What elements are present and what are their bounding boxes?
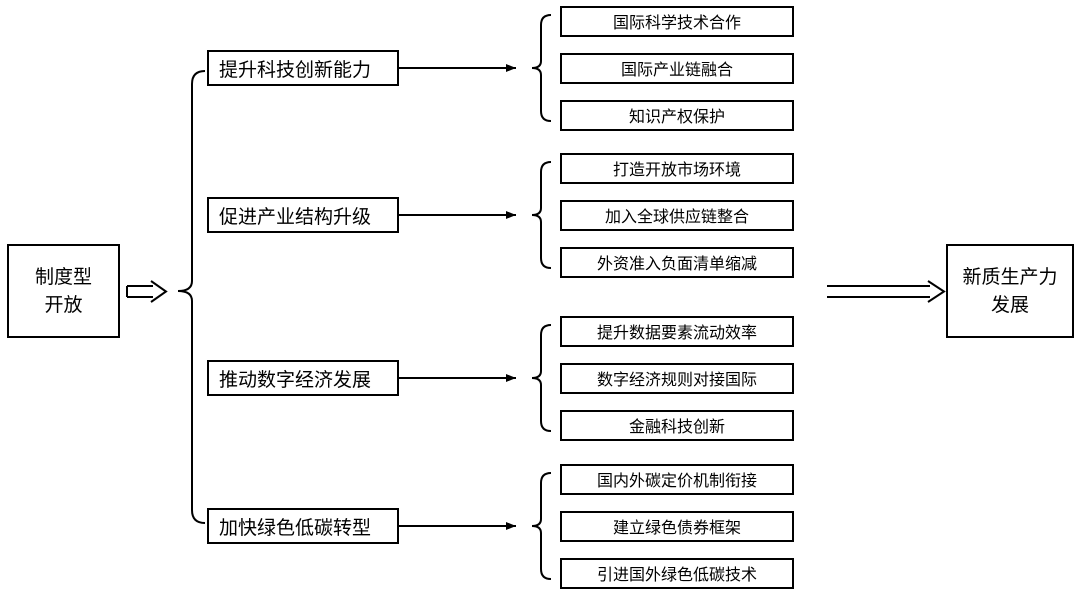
- source-label-line2: 开放: [44, 294, 83, 316]
- sub-item-box: 引进国外绿色低碳技术: [560, 557, 794, 589]
- branch-box: 促进产业结构升级: [207, 197, 399, 233]
- sub-item-box: 建立绿色债券框架: [560, 510, 794, 542]
- branch-box: 加快绿色低碳转型: [207, 508, 399, 544]
- branch-label: 加快绿色低碳转型: [219, 516, 372, 539]
- sub-item-label: 数字经济规则对接国际: [596, 370, 757, 389]
- target-label-line1: 新质生产力: [962, 266, 1058, 288]
- main-brace: [177, 70, 206, 524]
- sub-item-label: 国际科学技术合作: [612, 13, 741, 32]
- branch-label: 提升科技创新能力: [219, 58, 372, 81]
- sub-item-box: 数字经济规则对接国际: [560, 362, 794, 394]
- sub-brace: [531, 324, 552, 432]
- sub-item-label: 外资准入负面清单缩减: [596, 254, 757, 273]
- double-arrow-right: [827, 280, 946, 303]
- target-box: 新质生产力 发展: [946, 244, 1074, 338]
- branch-label: 推动数字经济发展: [219, 368, 372, 391]
- sub-item-label: 引进国外绿色低碳技术: [596, 565, 757, 584]
- sub-item-label: 国内外碳定价机制衔接: [596, 471, 757, 490]
- sub-item-label: 建立绿色债券框架: [612, 518, 741, 537]
- source-label-line1: 制度型: [34, 266, 92, 288]
- sub-item-box: 国际产业链融合: [560, 52, 794, 84]
- branch-box: 推动数字经济发展: [207, 360, 399, 396]
- sub-item-label: 打造开放市场环境: [612, 160, 741, 179]
- sub-item-box: 打造开放市场环境: [560, 152, 794, 184]
- sub-item-box: 国内外碳定价机制衔接: [560, 463, 794, 495]
- sub-item-label: 提升数据要素流动效率: [596, 323, 757, 342]
- sub-item-box: 提升数据要素流动效率: [560, 315, 794, 347]
- target-label-line2: 发展: [990, 294, 1029, 316]
- branch-label: 促进产业结构升级: [219, 205, 372, 228]
- sub-item-box: 加入全球供应链整合: [560, 199, 794, 231]
- source-box: 制度型 开放: [7, 244, 120, 338]
- sub-item-box: 金融科技创新: [560, 409, 794, 441]
- sub-item-box: 国际科学技术合作: [560, 5, 794, 37]
- sub-item-label: 加入全球供应链整合: [604, 207, 749, 226]
- sub-brace: [531, 472, 552, 580]
- sub-item-label: 金融科技创新: [628, 417, 725, 436]
- sub-brace: [531, 14, 552, 122]
- double-arrow-left: [126, 280, 168, 303]
- sub-brace: [531, 161, 552, 269]
- sub-item-box: 知识产权保护: [560, 99, 794, 131]
- sub-item-box: 外资准入负面清单缩减: [560, 246, 794, 278]
- sub-item-label: 知识产权保护: [628, 107, 725, 126]
- sub-item-label: 国际产业链融合: [620, 60, 733, 79]
- branch-box: 提升科技创新能力: [207, 50, 399, 86]
